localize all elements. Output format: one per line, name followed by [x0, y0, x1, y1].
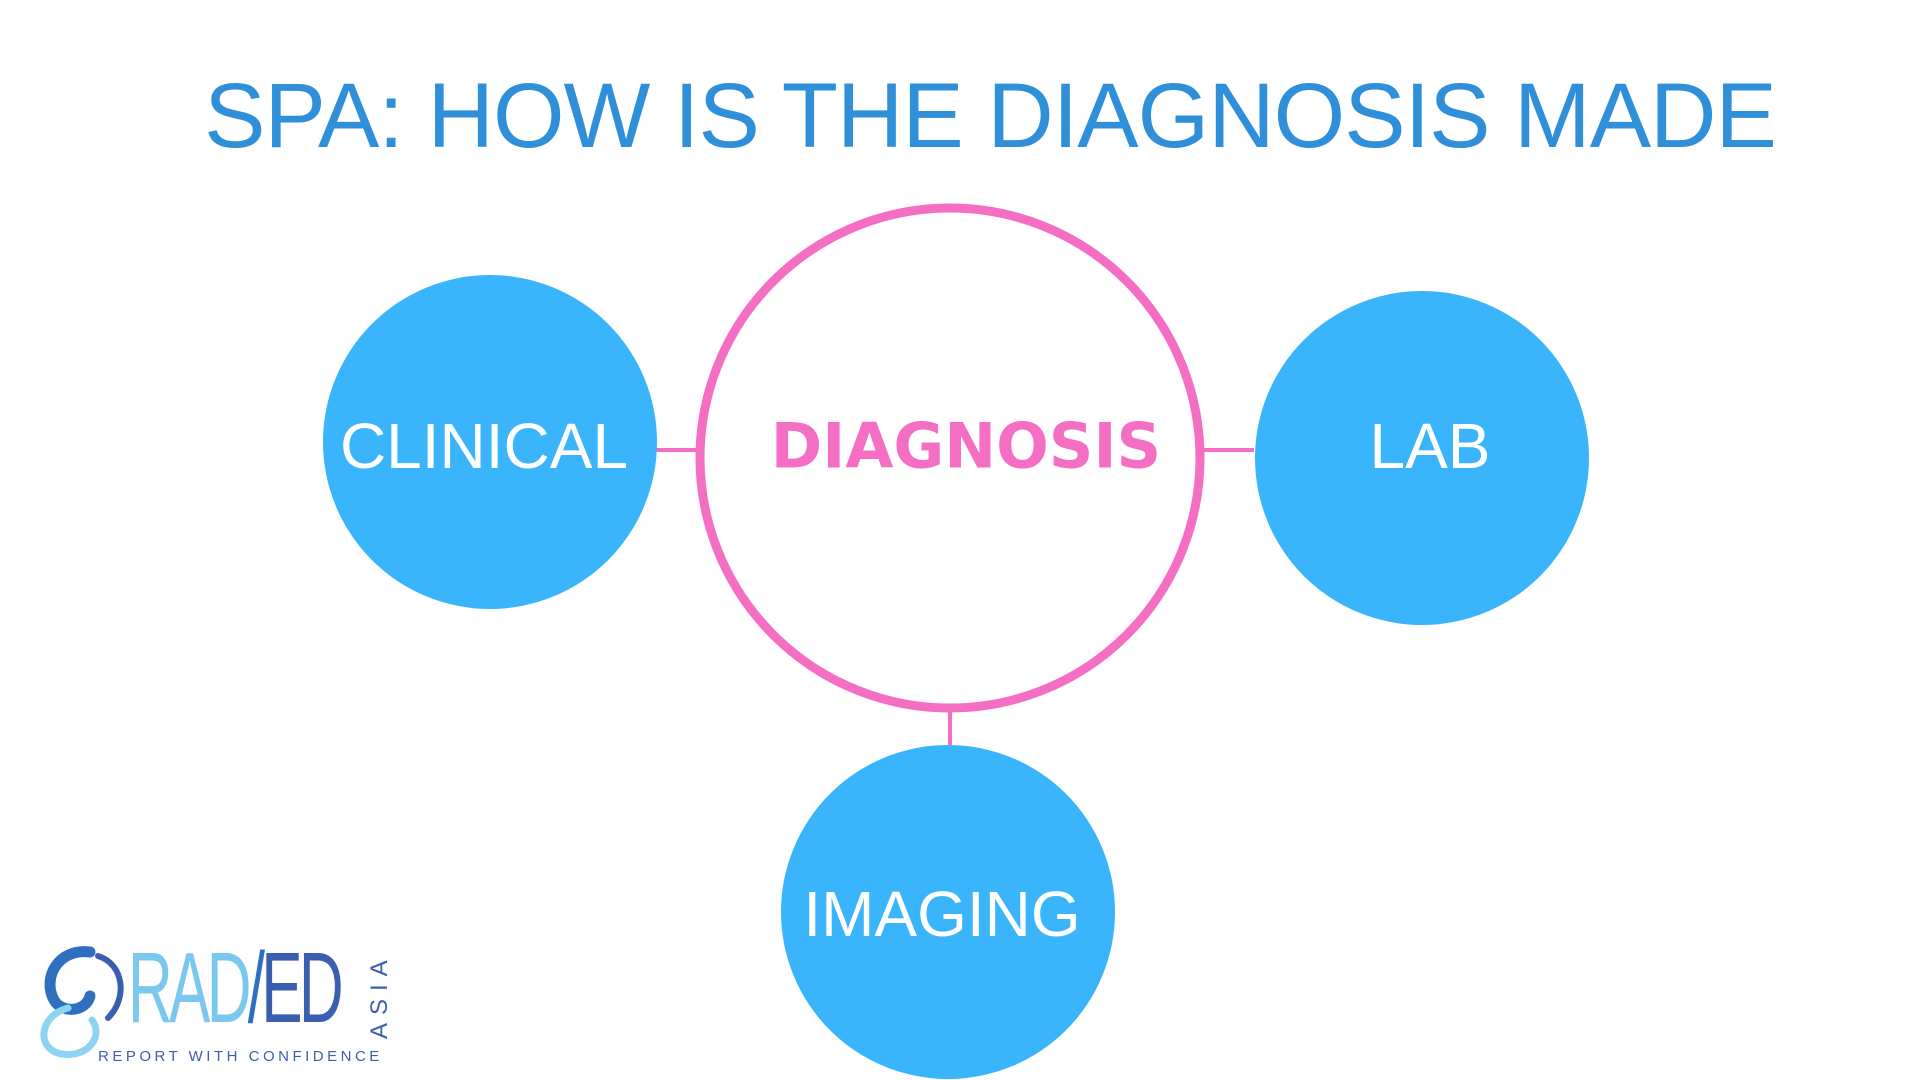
- slide-title: SPA: HOW IS THE DIAGNOSIS MADE: [204, 65, 1777, 167]
- logo-swirl-icon: [40, 946, 124, 1058]
- diagnosis-label: DIAGNOSIS: [770, 409, 1162, 483]
- diagnosis-circle: [695, 203, 1205, 713]
- logo-tagline: REPORT WITH CONFIDENCE: [98, 1048, 383, 1065]
- clinical-node: [323, 275, 657, 609]
- logo-ed: ED: [261, 932, 343, 1044]
- radedasia-logo: RAD/ED ASIA REPORT WITH CONFIDENCE: [28, 938, 393, 1068]
- imaging-label: IMAGING: [803, 878, 1081, 950]
- logo-slash: /: [247, 932, 265, 1044]
- logo-rad: RAD: [128, 932, 251, 1044]
- clinical-label: CLINICAL: [339, 410, 629, 482]
- logo-asia: ASIA: [366, 952, 393, 1040]
- imaging-node: [781, 745, 1115, 1079]
- lab-label: LAB: [1369, 410, 1491, 482]
- logo-wordmark: RAD/ED: [128, 938, 344, 1038]
- lab-node: [1255, 291, 1589, 625]
